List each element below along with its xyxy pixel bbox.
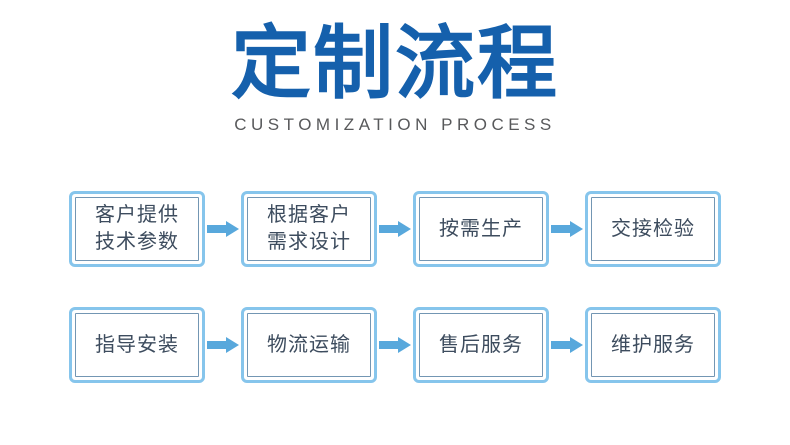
- step-label: 维护服务: [611, 333, 695, 356]
- flow-step-installation-guidance: 指导安装: [69, 307, 205, 383]
- flow-diagram: 客户提供 技术参数 根据客户 需求设计 按需生产 交接检验 指导安装 物流运输: [0, 191, 790, 383]
- arrow-right-icon: [551, 337, 583, 353]
- arrow-right-icon: [207, 221, 239, 237]
- flow-row-2: 指导安装 物流运输 售后服务 维护服务: [0, 307, 790, 383]
- step-label: 物流运输: [267, 333, 351, 356]
- step-label: 按需生产: [439, 217, 523, 240]
- arrow-right-icon: [551, 221, 583, 237]
- page-title: 定制流程: [231, 19, 559, 108]
- flow-step-customer-specs: 客户提供 技术参数: [69, 191, 205, 267]
- page-subtitle: CUSTOMIZATION PROCESS: [234, 115, 556, 134]
- step-label: 交接检验: [611, 217, 695, 240]
- step-label: 根据客户 需求设计: [267, 204, 351, 253]
- flow-row-1: 客户提供 技术参数 根据客户 需求设计 按需生产 交接检验: [0, 191, 790, 267]
- header: 定制流程 CUSTOMIZATION PROCESS: [0, 0, 790, 135]
- arrow-right-icon: [207, 337, 239, 353]
- flow-step-production: 按需生产: [413, 191, 549, 267]
- step-label: 指导安装: [95, 333, 179, 356]
- flow-step-maintenance: 维护服务: [585, 307, 721, 383]
- step-label: 客户提供 技术参数: [95, 204, 179, 253]
- step-label: 售后服务: [439, 333, 523, 356]
- arrow-right-icon: [379, 337, 411, 353]
- flow-step-design-by-demand: 根据客户 需求设计: [241, 191, 377, 267]
- flow-step-logistics: 物流运输: [241, 307, 377, 383]
- flow-step-after-sales: 售后服务: [413, 307, 549, 383]
- arrow-right-icon: [379, 221, 411, 237]
- flow-step-inspection: 交接检验: [585, 191, 721, 267]
